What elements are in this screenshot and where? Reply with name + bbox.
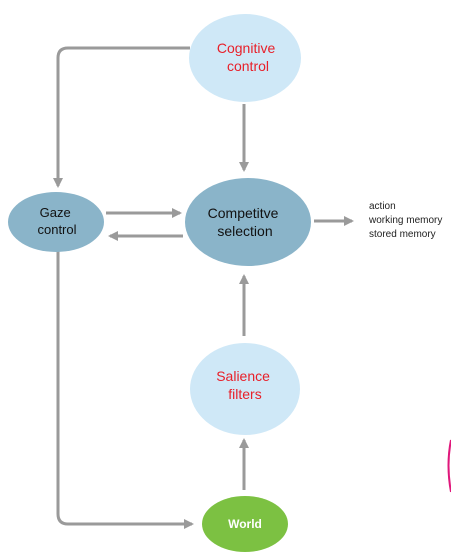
node-competitive-selection-line-1: Competitve bbox=[208, 205, 279, 221]
svg-text:World: World bbox=[228, 517, 262, 531]
node-competitive-selection: Competitve selection bbox=[185, 178, 311, 266]
svg-text:Salience filters: Salience filters bbox=[216, 368, 274, 402]
output-stored-memory: stored memory bbox=[369, 229, 436, 240]
svg-text:action working memory: action working memory stored memory bbox=[368, 201, 445, 240]
node-salience-filters-shape bbox=[190, 343, 300, 435]
svg-text:Competitve selection: Competitve selection bbox=[208, 205, 283, 239]
node-competitive-selection-shape bbox=[185, 178, 311, 266]
node-world: World bbox=[202, 496, 288, 552]
arrow-cognitive-to-gaze bbox=[53, 46, 190, 188]
node-gaze-control-shape bbox=[8, 192, 104, 252]
node-gaze-control-line-2: control bbox=[37, 222, 76, 237]
output-action: action bbox=[369, 201, 396, 212]
node-cognitive-control-shape bbox=[189, 14, 301, 102]
node-salience-filters-line-1: Salience bbox=[216, 368, 270, 384]
svg-text:Cognitive control: Cognitive control bbox=[217, 40, 279, 74]
arrow-gaze-to-world bbox=[56, 250, 194, 529]
node-salience-filters-line-2: filters bbox=[228, 386, 261, 402]
node-world-shape bbox=[202, 496, 288, 552]
output-working-memory: working memory bbox=[368, 215, 442, 226]
svg-text:Gaze control: Gaze control bbox=[37, 205, 76, 237]
node-cognitive-control: Cognitive control bbox=[189, 14, 301, 102]
node-cognitive-control-line-1: Cognitive bbox=[217, 40, 276, 56]
outputs-list: action working memory stored memory bbox=[368, 201, 445, 240]
node-world-label: World bbox=[228, 517, 262, 531]
node-salience-filters: Salience filters bbox=[190, 343, 300, 435]
edge-mark bbox=[447, 439, 451, 493]
node-gaze-control-line-1: Gaze bbox=[40, 205, 71, 220]
node-cognitive-control-line-2: control bbox=[227, 58, 269, 74]
connectors bbox=[53, 46, 354, 529]
node-competitive-selection-line-2: selection bbox=[217, 223, 272, 239]
node-gaze-control: Gaze control bbox=[8, 192, 104, 252]
